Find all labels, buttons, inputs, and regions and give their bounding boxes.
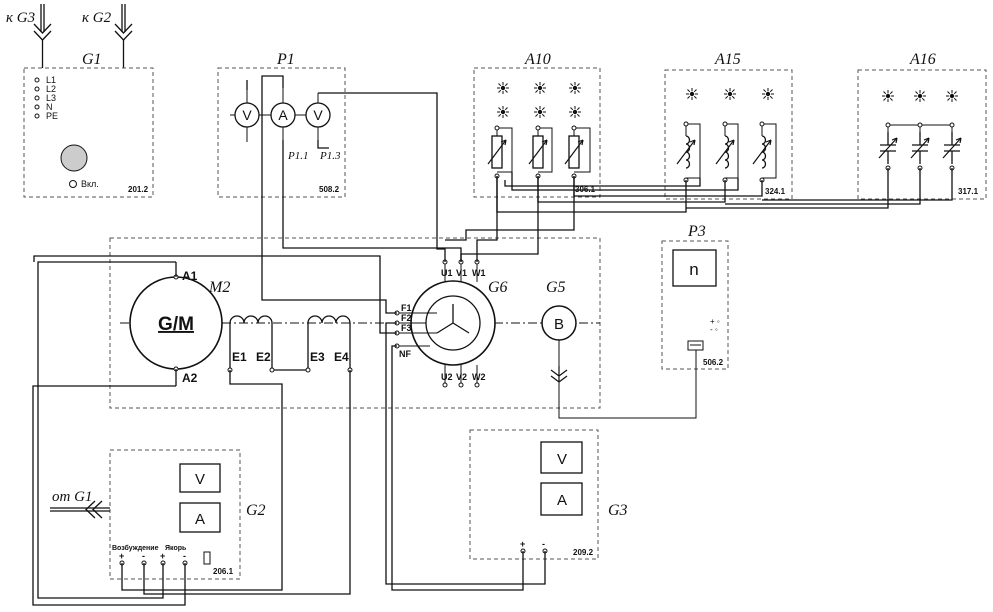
g6-f1: F1 [401,303,412,313]
supply-to-g3: к G3 [6,4,52,68]
g6-v2: V2 [456,372,467,382]
p1-tap3: P1.3 [319,150,341,162]
p1-meter-left-label: V [242,107,252,123]
g1-name: G1 [82,51,102,68]
supply-to-g2-label: к G2 [82,10,112,26]
a16-name: A16 [909,51,936,68]
g6-v1: V1 [456,268,467,278]
g6-u1: U1 [441,268,453,278]
g3-plus: + [520,539,525,549]
g2-fuse [203,551,211,565]
g2-ammeter-label: A [195,511,205,528]
g2-minus2: - [183,551,186,561]
g1-switch-indicator[interactable] [69,180,77,188]
m2-e3: E3 [310,350,325,364]
p3-name: P3 [687,223,706,240]
g5-name: G5 [546,279,566,296]
p1-tap1: P1.1 [287,150,308,162]
supply-from-g1-label: от G1 [52,489,92,505]
g2-ammeter [179,502,221,533]
g1-power-knob[interactable] [60,144,88,172]
g1-code: 201.2 [128,185,149,194]
p1-code: 508.2 [319,185,340,194]
module-a15: A15 324.1 [664,51,793,200]
module-p1: P1 V A V P1.1 P1.3 508.2 [217,51,346,198]
m2-e1: E1 [232,350,247,364]
module-g2: G2 V A Возбуждение Якорь + - + - 206.1 о… [50,449,266,580]
g6-f3: F3 [401,323,412,333]
a15-name: A15 [714,51,741,68]
g2-voltmeter [179,463,221,493]
machine-unit: G/M M2 A1 A2 E1 E2 E3 E4 G6 U1 V1 W1 U2 … [109,237,601,409]
svg-text:- ◦: - ◦ [710,325,718,334]
module-g3: G3 V A + - 209.2 [469,429,628,560]
g6-w2: W2 [472,372,486,382]
terminal-pe: PE [46,111,58,121]
a16-code: 317.1 [958,187,979,196]
p3-display [672,249,717,287]
g2-plus2: + [160,551,165,561]
g6-nf: NF [399,349,411,359]
g3-voltmeter [540,441,583,474]
supply-to-g2: к G2 [82,4,133,68]
g6-name: G6 [488,279,508,296]
g1-terminals: L1 L2 L3 N PE [34,75,58,121]
module-a16: A16 317.1 [857,51,987,200]
p1-name: P1 [276,51,295,68]
g3-ammeter [540,482,583,516]
g5-symbol: B [554,316,564,333]
g3-code: 209.2 [573,548,594,557]
supply-to-g3-label: к G3 [6,10,35,26]
m2-e4: E4 [334,350,349,364]
g3-ammeter-label: A [557,492,567,509]
g3-name: G3 [608,502,628,519]
g2-excitation-label: Возбуждение [112,544,159,552]
p3-display-label: n [689,260,698,279]
module-p3: P3 n + ◦ - ◦ 506.2 [661,223,729,370]
g2-armature-label: Якорь [165,545,187,552]
a15-code: 324.1 [765,187,786,196]
m2-symbol: G/M [158,314,194,335]
g6-w1: W1 [472,268,486,278]
g2-voltmeter-label: V [195,471,205,488]
m2-a1: A1 [182,269,198,283]
g3-voltmeter-label: V [557,451,567,468]
m2-e2: E2 [256,350,271,364]
g2-name: G2 [246,502,266,519]
g6-u2: U2 [441,372,453,382]
terminal-l3: L3 [46,93,56,103]
wiring [32,75,953,606]
g3-minus: - [542,539,545,549]
g2-plus1: + [119,551,124,561]
svg-text:+ ◦: + ◦ [710,317,720,326]
module-g1: G1 L1 L2 L3 N PE Вкл. 201.2 [23,51,154,198]
terminal-l2: L2 [46,84,56,94]
p1-meter-mid-label: A [278,107,288,123]
m2-a2: A2 [182,371,198,385]
p1-meter-right-label: V [313,107,323,123]
p3-code: 506.2 [703,358,724,367]
g6-f2: F2 [401,313,412,323]
g1-switch-label: Вкл. [81,179,99,189]
terminal-l1: L1 [46,75,56,85]
a10-name: A10 [524,51,551,68]
module-a10: A10 306.1 [473,51,601,198]
g2-minus1: - [142,551,145,561]
m2-name: M2 [208,279,230,296]
g2-code: 206.1 [213,567,234,576]
terminal-n: N [46,102,53,112]
